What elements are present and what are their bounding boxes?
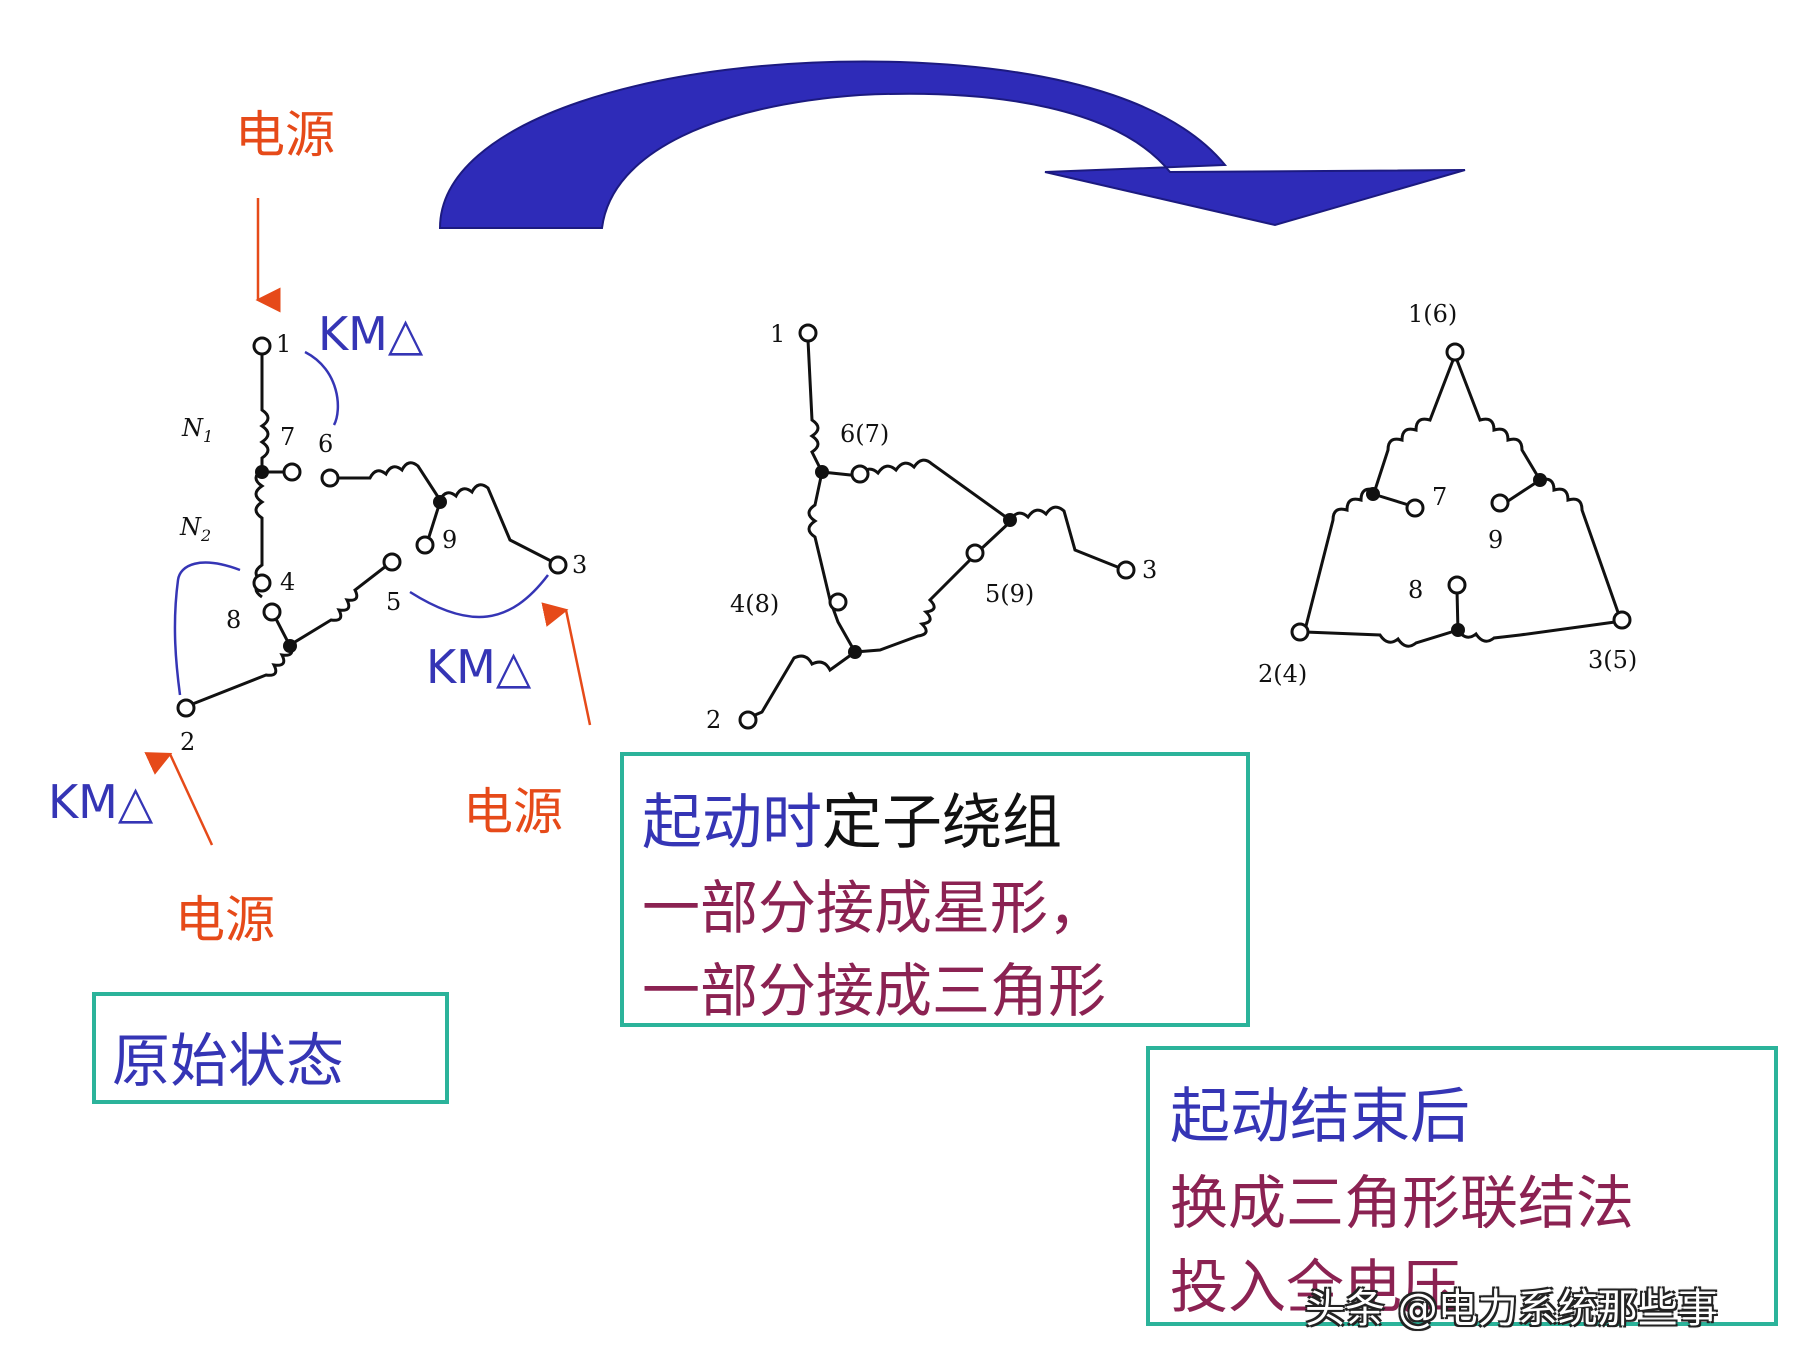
power-label-bottom: 电源 xyxy=(175,891,275,949)
power-arrow-left xyxy=(144,752,214,846)
d1-label-7: 7 xyxy=(280,423,295,451)
watermark: 头条 @电力系统那些事 xyxy=(1305,1286,1718,1332)
original-state-text: 原始状态 xyxy=(112,1027,345,1095)
box-after-startup: 起动结束后 换成三角形联结法 投入全电压 xyxy=(1146,1046,1778,1326)
power-arrow-right xyxy=(541,602,592,726)
km-label-left: KM△ xyxy=(48,775,154,829)
coil-n1-sub: 1 xyxy=(203,427,213,446)
power-label-right: 电源 xyxy=(463,783,563,841)
startup-line-1-blue: 起动时 xyxy=(642,788,822,858)
diagram-startup xyxy=(747,339,1121,720)
d2-label-6-7: 6(7) xyxy=(840,420,889,448)
d1-label-8: 8 xyxy=(226,606,241,634)
d2-label-2: 2 xyxy=(706,706,721,734)
after-line-2: 换成三角形联结法 xyxy=(1170,1169,1635,1237)
km-link-right xyxy=(409,574,549,619)
d3-label-8: 8 xyxy=(1408,576,1423,604)
d1-label-1: 1 xyxy=(276,330,291,358)
coil-n1-letter: N xyxy=(181,414,204,442)
coil-n2: N2 xyxy=(179,513,211,545)
d1-label-3: 3 xyxy=(572,551,587,579)
d3-label-7: 7 xyxy=(1432,483,1447,511)
d1-label-9: 9 xyxy=(442,526,457,554)
diagram-original-junctions xyxy=(255,465,447,653)
d2-label-4-8: 4(8) xyxy=(730,590,779,618)
d1-label-2: 2 xyxy=(180,728,195,756)
coil-n1: N1 xyxy=(181,414,213,446)
km-label-top: KM△ xyxy=(318,307,424,361)
coil-n2-sub: 2 xyxy=(200,526,211,545)
d2-label-1: 1 xyxy=(770,320,785,348)
km-label-right: KM△ xyxy=(426,640,532,694)
startup-line-1: 起动时定子绕组 xyxy=(642,774,1062,861)
diagram-delta-junctions xyxy=(1366,473,1547,637)
diagram-delta xyxy=(1303,354,1622,648)
box-original-state: 原始状态 xyxy=(92,992,449,1104)
startup-line-1-black: 定子绕组 xyxy=(822,788,1062,858)
km-link-top xyxy=(304,350,340,426)
d2-label-3: 3 xyxy=(1142,556,1157,584)
diagram-startup-terminals xyxy=(738,323,1136,730)
after-line-1: 起动结束后 xyxy=(1170,1082,1470,1152)
startup-line-2: 一部分接成星形， xyxy=(642,874,1107,942)
d2-label-5-9: 5(9) xyxy=(985,580,1034,608)
d1-label-4: 4 xyxy=(280,568,295,596)
d1-label-5: 5 xyxy=(386,588,401,616)
box-startup: 起动时定子绕组 一部分接成星形， 一部分接成三角形 xyxy=(620,752,1250,1027)
power-label-top: 电源 xyxy=(235,106,335,164)
after-line-3: 投入全电压 xyxy=(1170,1253,1461,1321)
diagram-original-terminals xyxy=(176,336,568,718)
d1-label-6: 6 xyxy=(318,430,333,458)
km-link-left xyxy=(173,561,241,696)
diagram-delta-terminals xyxy=(1290,342,1632,642)
d3-label-3-5: 3(5) xyxy=(1588,646,1637,674)
d3-label-9: 9 xyxy=(1488,526,1503,554)
coil-n2-letter: N xyxy=(179,513,202,541)
d3-label-1-6: 1(6) xyxy=(1408,300,1457,328)
terminal-labels: 1 7 6 9 3 5 4 8 2 N1 N2 1 6(7) 3 5(9) 4(… xyxy=(179,300,1637,756)
big-curved-arrow xyxy=(438,60,1466,229)
d3-label-2-4: 2(4) xyxy=(1258,660,1307,688)
diagram-startup-junctions xyxy=(815,465,1017,659)
startup-line-3: 一部分接成三角形 xyxy=(642,957,1107,1025)
